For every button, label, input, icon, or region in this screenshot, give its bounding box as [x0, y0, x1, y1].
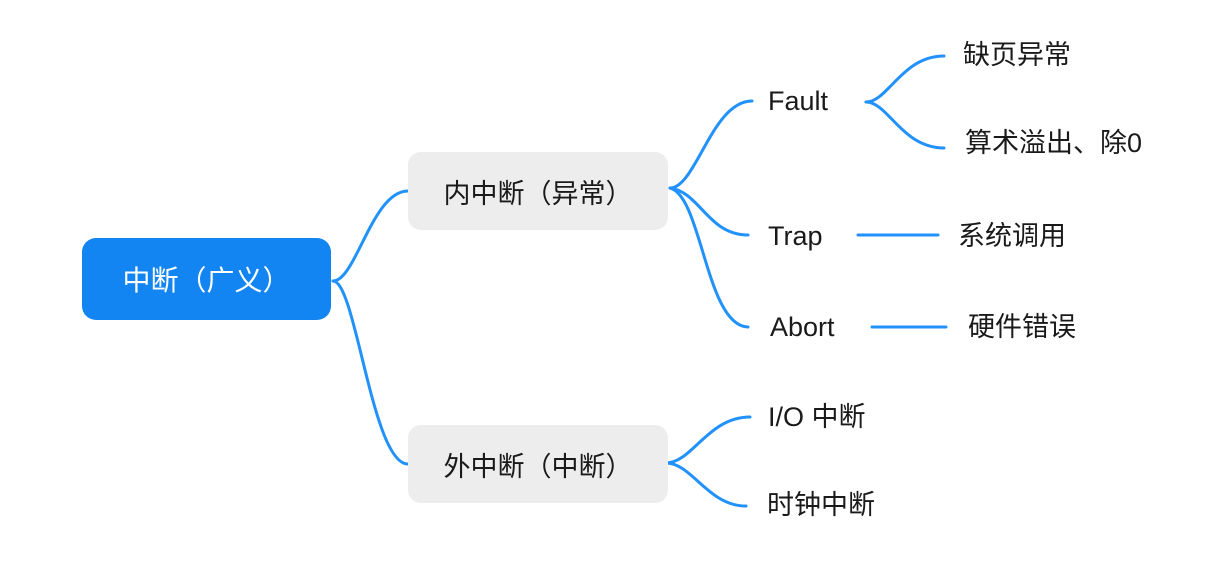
connector-internal-to-fault	[668, 99, 754, 190]
node-root-interrupt[interactable]: 中断（广义）	[82, 238, 331, 320]
node-io-interrupt[interactable]: I/O 中断	[768, 402, 866, 432]
connector-fault-to-arith	[864, 100, 946, 150]
node-arithmetic-overflow-div0[interactable]: 算术溢出、除0	[965, 128, 1143, 158]
connector-external-to-io	[664, 415, 752, 465]
connector-external-to-clock	[664, 461, 748, 508]
node-clock-interrupt[interactable]: 时钟中断	[767, 490, 875, 520]
node-page-fault-exception[interactable]: 缺页异常	[963, 40, 1071, 70]
node-fault[interactable]: Fault	[768, 86, 829, 116]
connector-fault-to-pagefault	[864, 54, 946, 104]
node-internal-interrupt[interactable]: 内中断（异常）	[408, 152, 668, 230]
node-trap[interactable]: Trap	[768, 221, 823, 251]
connector-internal-to-abort	[668, 186, 750, 329]
node-abort[interactable]: Abort	[770, 312, 835, 342]
node-hardware-error[interactable]: 硬件错误	[968, 312, 1076, 342]
connector-internal-to-trap	[668, 186, 750, 237]
connector-root-to-internal	[331, 189, 410, 283]
connector-root-to-external	[331, 279, 410, 466]
node-external-interrupt[interactable]: 外中断（中断）	[408, 425, 668, 503]
node-system-call[interactable]: 系统调用	[958, 221, 1066, 251]
